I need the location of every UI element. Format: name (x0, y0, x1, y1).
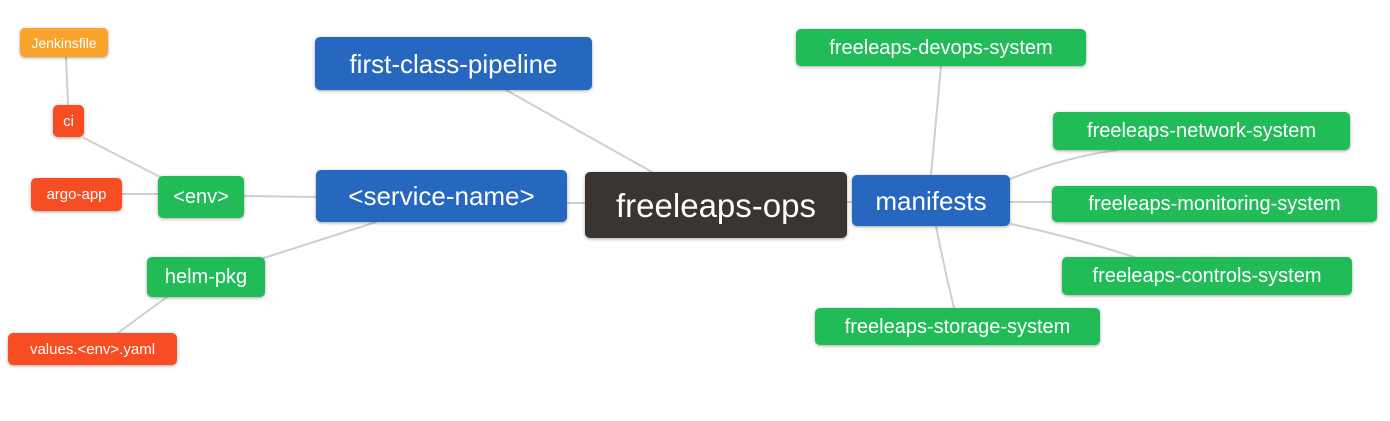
edge-first-class-pipeline-to-freeleaps-ops (505, 89, 653, 173)
node-first-class-pipeline[interactable]: first-class-pipeline (315, 37, 592, 90)
edge-helm-pkg-to-service-name (263, 221, 377, 259)
edge-env-to-service-name (243, 195, 317, 198)
edge-jenkinsfile-to-ci (65, 56, 69, 106)
edge-ci-to-env (83, 137, 163, 179)
node-argo-app[interactable]: argo-app (31, 178, 122, 211)
node-devops-system[interactable]: freeleaps-devops-system (796, 29, 1086, 66)
node-network-system[interactable]: freeleaps-network-system (1053, 112, 1350, 150)
edge-manifests-to-network-system (1009, 149, 1119, 180)
node-monitoring-system[interactable]: freeleaps-monitoring-system (1052, 186, 1377, 222)
edge-values-env-yaml-to-helm-pkg (117, 296, 168, 334)
node-controls-system[interactable]: freeleaps-controls-system (1062, 257, 1352, 295)
node-service-name[interactable]: <service-name> (316, 170, 567, 222)
node-jenkinsfile[interactable]: Jenkinsfile (20, 28, 108, 57)
node-ci[interactable]: ci (53, 105, 84, 137)
edge-manifests-to-devops-system (930, 65, 942, 176)
node-freeleaps-ops[interactable]: freeleaps-ops (585, 172, 847, 238)
node-helm-pkg[interactable]: helm-pkg (147, 257, 265, 297)
node-env[interactable]: <env> (158, 176, 244, 218)
node-manifests[interactable]: manifests (852, 175, 1010, 226)
node-storage-system[interactable]: freeleaps-storage-system (815, 308, 1100, 345)
edge-manifests-to-controls-system (1010, 223, 1135, 258)
node-values-env-yaml[interactable]: values.<env>.yaml (8, 333, 177, 365)
edge-manifests-to-storage-system (935, 225, 955, 309)
